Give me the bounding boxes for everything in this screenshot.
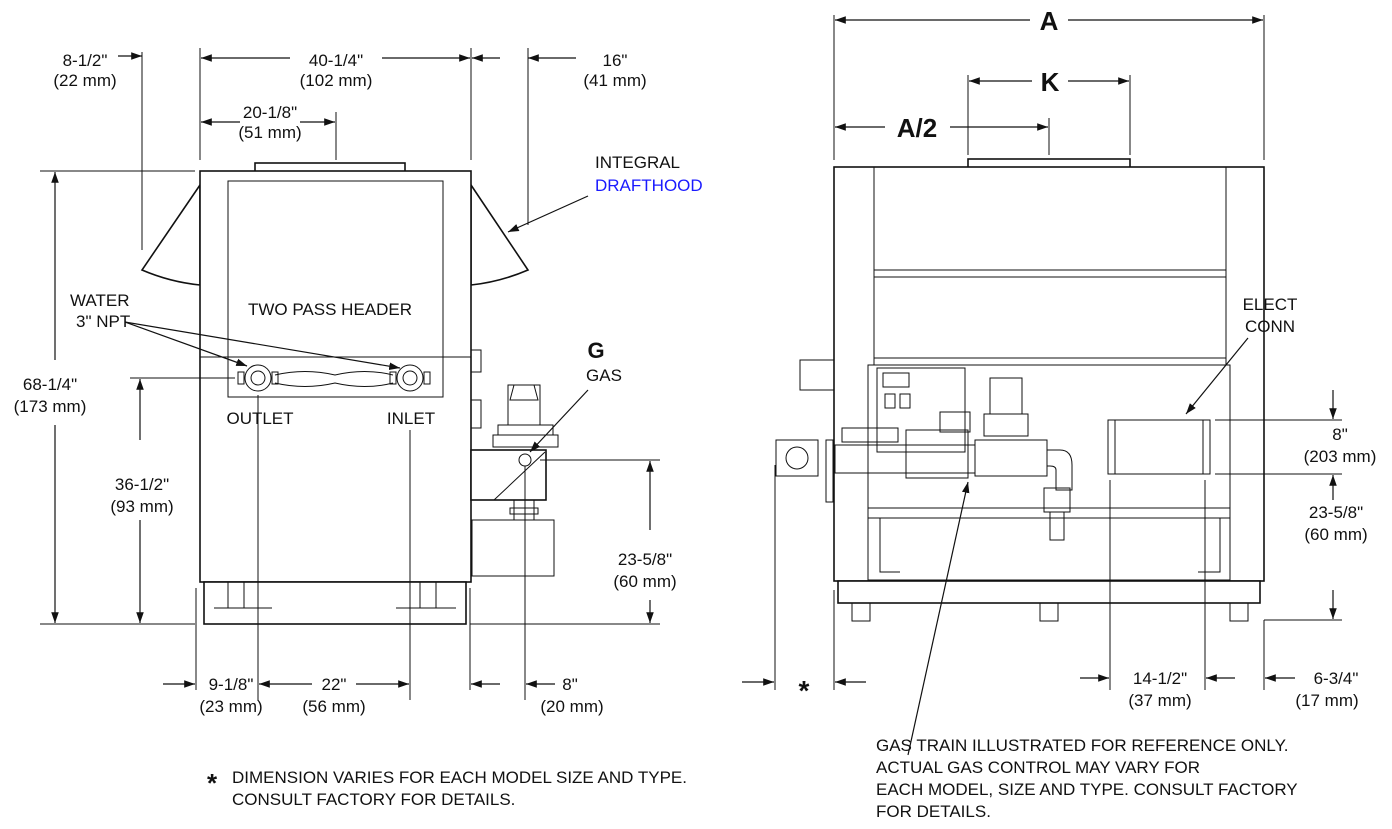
side-base — [837, 580, 1261, 604]
note2-line4: FOR DETAILS. — [876, 802, 991, 821]
label-elect: ELECT — [1243, 295, 1298, 314]
gas-valve — [470, 384, 559, 577]
side-view — [775, 158, 1265, 622]
label-drafthood: DRAFTHOOD — [595, 176, 703, 195]
dim-40-1-4: 40-1/4" — [309, 51, 363, 70]
drafthood-right — [470, 182, 530, 286]
dim-23-5-8-side-mm: (60 mm) — [1304, 525, 1367, 544]
note2-line3: EACH MODEL, SIZE AND TYPE. CONSULT FACTO… — [876, 780, 1298, 799]
note-star: * — [207, 768, 218, 798]
dim-8-front-mm: (20 mm) — [540, 697, 603, 716]
dim-22-mm: (56 mm) — [302, 697, 365, 716]
label-two-pass-header: TWO PASS HEADER — [248, 300, 412, 319]
label-npt: 3" NPT — [76, 312, 130, 331]
front-text: 8-1/2" (22 mm) 40-1/4" (102 mm) 16" (41 … — [14, 51, 703, 716]
side-text: A K A/2 ELECT CONN 8" (203 mm) 23-5/8" (… — [799, 6, 1377, 710]
label-conn: CONN — [1245, 317, 1295, 336]
dim-20-1-8-mm: (51 mm) — [238, 123, 301, 142]
dim-6-3-4: 6-3/4" — [1314, 669, 1359, 688]
note2-line2: ACTUAL GAS CONTROL MAY VARY FOR — [876, 758, 1200, 777]
dim-20-1-8: 20-1/8" — [243, 103, 297, 122]
dim-68-1-4: 68-1/4" — [23, 375, 77, 394]
drafthood-left — [140, 182, 201, 286]
dim-23-5-8-side: 23-5/8" — [1309, 503, 1363, 522]
front-view — [140, 162, 559, 625]
side-cabinet — [833, 166, 1265, 582]
dim-8-side: 8" — [1332, 425, 1348, 444]
dim-36-1-2-mm: (93 mm) — [110, 497, 173, 516]
dim-40-1-4-mm: (102 mm) — [300, 71, 373, 90]
note1-line2: CONSULT FACTORY FOR DETAILS. — [232, 790, 515, 809]
side-dims — [742, 15, 1342, 756]
dim-14-1-2: 14-1/2" — [1133, 669, 1187, 688]
front-dims — [40, 48, 660, 700]
notes: * DIMENSION VARIES FOR EACH MODEL SIZE A… — [207, 736, 1298, 821]
dim-6-3-4-mm: (17 mm) — [1295, 691, 1358, 710]
dim-14-1-2-mm: (37 mm) — [1128, 691, 1191, 710]
outlet-fitting — [237, 364, 279, 392]
dim-36-1-2: 36-1/2" — [115, 475, 169, 494]
dim-68-1-4-mm: (173 mm) — [14, 397, 87, 416]
dim-8-side-mm: (203 mm) — [1304, 447, 1377, 466]
gas-train — [775, 377, 1073, 541]
base — [203, 581, 467, 625]
dim-8-front: 8" — [562, 675, 578, 694]
dim-22: 22" — [322, 675, 347, 694]
label-inlet: INLET — [387, 409, 435, 428]
note2-line1: GAS TRAIN ILLUSTRATED FOR REFERENCE ONLY… — [876, 736, 1289, 755]
dim-23-5-8-front: 23-5/8" — [618, 550, 672, 569]
dim-16: 16" — [603, 51, 628, 70]
dim-8-1-2: 8-1/2" — [63, 51, 108, 70]
label-integral: INTEGRAL — [595, 153, 680, 172]
inlet-fitting — [389, 364, 431, 392]
dim-8-1-2-mm: (22 mm) — [53, 71, 116, 90]
dim-asterisk: * — [799, 675, 810, 706]
dim-9-1-8: 9-1/8" — [209, 675, 254, 694]
dim-23-5-8-front-mm: (60 mm) — [613, 572, 676, 591]
label-g: G — [587, 338, 604, 363]
dim-k: K — [1041, 67, 1060, 97]
dim-16-mm: (41 mm) — [583, 71, 646, 90]
dim-a: A — [1040, 6, 1059, 36]
label-water: WATER — [70, 291, 130, 310]
elect-conn-box — [1107, 419, 1211, 475]
dim-a-half: A/2 — [897, 113, 937, 143]
dim-9-1-8-mm: (23 mm) — [199, 697, 262, 716]
label-gas: GAS — [586, 366, 622, 385]
control-box — [876, 367, 966, 453]
note1-line1: DIMENSION VARIES FOR EACH MODEL SIZE AND… — [232, 768, 687, 787]
label-outlet: OUTLET — [226, 409, 293, 428]
